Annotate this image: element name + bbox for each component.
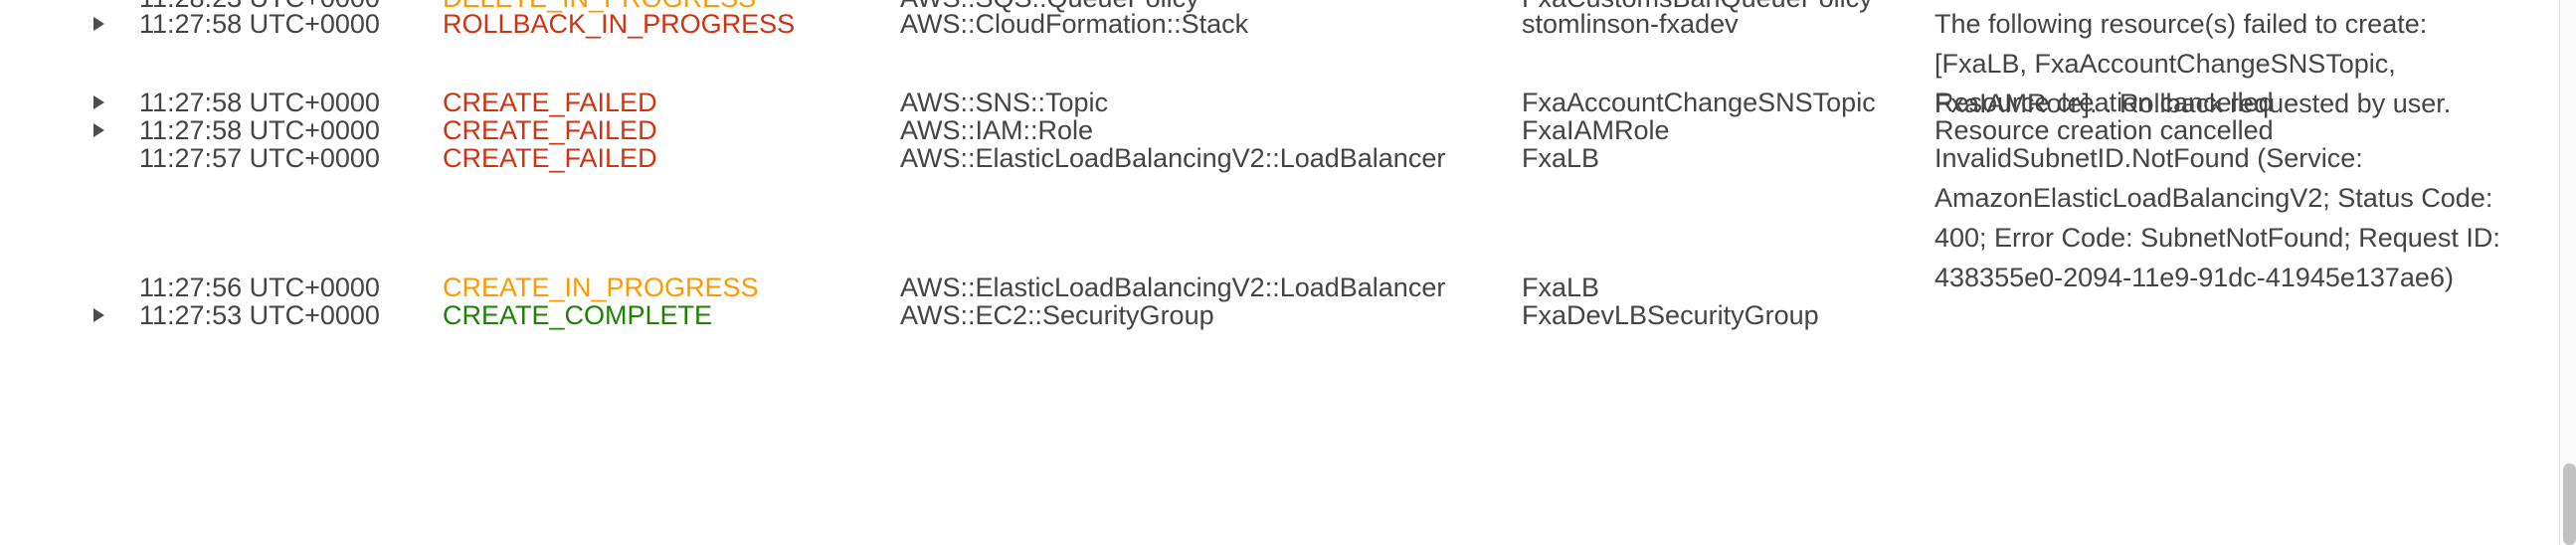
event-logical-id: FxaIAMRole [1522,115,1670,145]
event-resource-type: AWS::ElasticLoadBalancingV2::LoadBalance… [900,272,1446,302]
event-resource-type: AWS::SNS::Topic [900,88,1109,117]
table-row[interactable]: 11:27:57 UTC+0000 CREATE_FAILED AWS::Elast… [0,138,2559,292]
event-status: CREATE_IN_PROGRESS [443,272,759,302]
event-status-reason: Resource creation cancelled [1934,88,2274,117]
event-resource-type: AWS::ElasticLoadBalancingV2::LoadBalance… [900,143,1446,173]
event-timestamp: 11:27:58 UTC+0000 [139,115,380,145]
expand-row-triangle-icon[interactable] [86,110,119,150]
vertical-scrollbar-thumb[interactable] [2563,463,2576,545]
event-timestamp: 11:27:57 UTC+0000 [139,143,380,173]
table-row[interactable]: 11:27:53 UTC+0000 CREATE_COMPLETE AWS::EC2… [0,295,2559,335]
expand-row-triangle-icon[interactable] [86,4,119,44]
event-timestamp: 11:27:58 UTC+0000 [139,88,380,117]
event-resource-type: AWS::CloudFormation::Stack [900,9,1249,39]
row-toggle-placeholder [86,138,119,178]
event-timestamp: 11:27:58 UTC+0000 [139,9,380,39]
expand-row-triangle-icon[interactable] [86,295,119,335]
event-status: CREATE_COMPLETE [443,300,713,330]
caret-right-icon [93,308,104,322]
event-logical-id: FxaLB [1522,272,1600,302]
event-resource-type: AWS::IAM::Role [900,115,1094,145]
event-status-reason: InvalidSubnetID.NotFound (Service: Amazo… [1934,143,2500,292]
event-logical-id: FxaAccountChangeSNSTopic [1522,88,1876,117]
event-logical-id: stomlinson-fxadev [1522,9,1739,39]
caret-right-icon [93,95,104,109]
table-row[interactable]: 11:27:58 UTC+0000 CREATE_FAILED AWS::IAM::… [0,110,2559,145]
event-status-reason: The following resource(s) failed to crea… [1934,9,2452,118]
event-timestamp: 11:28:23 UTC+0000 [139,0,380,18]
event-resource-type: AWS::EC2::SecurityGroup [900,300,1214,330]
event-status: CREATE_FAILED [443,88,657,117]
event-logical-id: FxaDevLBSecurityGroup [1522,300,1819,330]
event-resource-type: AWS::SQS::QueuePolicy [900,0,1199,18]
table-row[interactable]: 11:27:58 UTC+0000 ROLLBACK_IN_PROGRESS AWS… [0,4,2559,118]
expand-row-triangle-icon[interactable] [86,83,119,122]
table-row[interactable]: 11:27:56 UTC+0000 CREATE_IN_PROGRESS AWS::… [0,268,2559,302]
event-timestamp: 11:27:53 UTC+0000 [139,300,380,330]
event-status: CREATE_FAILED [443,143,657,173]
caret-right-icon [93,123,104,137]
vertical-scrollbar[interactable] [2559,0,2576,545]
caret-right-icon [93,17,104,31]
event-status: DELETE_IN_PROGRESS [443,0,756,18]
table-row[interactable]: 11:28:23 UTC+0000 DELETE_IN_PROGRESS AWS::… [0,0,2559,18]
event-status: CREATE_FAILED [443,115,657,145]
event-status-reason: Resource creation cancelled [1934,115,2274,145]
event-timestamp: 11:27:56 UTC+0000 [139,272,380,302]
event-logical-id: FxaCustomsBanQueuePolicy [1522,0,1873,18]
column-divider [1910,0,1911,545]
table-row[interactable]: 11:27:58 UTC+0000 CREATE_FAILED AWS::SNS::… [0,83,2559,117]
event-logical-id: FxaLB [1522,143,1600,173]
event-status: ROLLBACK_IN_PROGRESS [443,9,796,39]
